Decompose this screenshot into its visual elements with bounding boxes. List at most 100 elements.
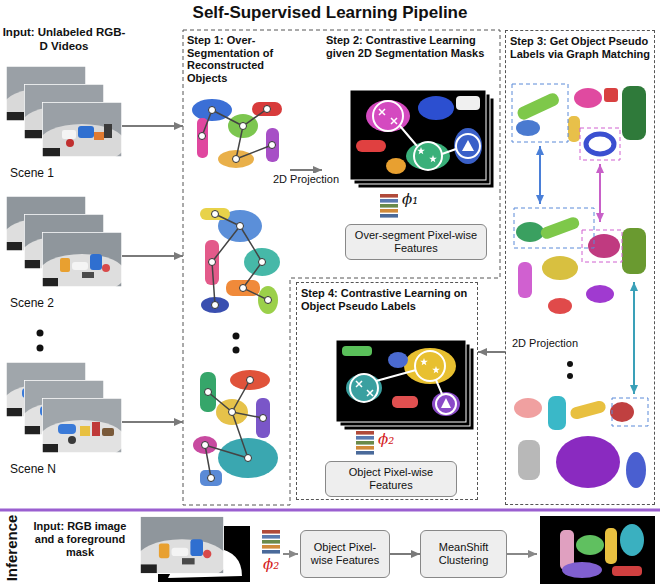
illustration-circle <box>205 389 212 396</box>
illustration-ellipse <box>228 114 258 138</box>
illustration-circle <box>209 107 216 114</box>
illustration-circle <box>269 142 276 149</box>
step-heading: Step 3: Get Object Pseudo Labels via Gra… <box>506 31 654 64</box>
illustration-ellipse <box>574 88 602 108</box>
step-panel: Step 4: Contrastive Learning on Object P… <box>296 282 478 500</box>
illustration-ellipse <box>193 436 217 454</box>
illustration-circle <box>212 302 219 309</box>
illustration-ellipse <box>516 222 544 242</box>
illustration-rect <box>518 440 540 480</box>
illustration-circle <box>209 259 216 266</box>
illustration-rect <box>205 240 219 285</box>
illustration-ellipse <box>218 150 254 168</box>
illustration-rect <box>518 262 532 298</box>
illustration-line <box>633 282 635 394</box>
scene-caption: Scene 1 <box>10 166 122 180</box>
illustration-use <box>136 516 228 581</box>
connector-arrow <box>122 125 183 127</box>
illustration-rect <box>200 470 222 486</box>
illustration-line <box>599 164 601 222</box>
illustration-use <box>432 366 440 373</box>
section-divider <box>0 509 660 512</box>
illustration-ellipse <box>388 352 408 368</box>
illustration-circle <box>259 259 266 266</box>
input-heading: Input: RGB image and a foreground mask <box>24 520 136 560</box>
connector-arrow <box>390 553 420 555</box>
illustration-circle <box>229 409 236 416</box>
illustration-circle <box>199 133 206 140</box>
illustration-rect <box>200 208 230 220</box>
illustration-circle <box>567 373 573 379</box>
illustration-rect <box>622 228 646 274</box>
illustration-use <box>429 155 437 162</box>
illustration-ellipse <box>610 402 634 422</box>
scene-caption: Scene 2 <box>10 296 122 310</box>
illustration-circle <box>240 123 247 130</box>
illustration-ellipse <box>432 392 460 416</box>
illustration-use <box>420 358 428 365</box>
illustration-rect <box>568 116 580 142</box>
illustration-rect <box>256 398 270 438</box>
illustration-line <box>507 553 537 555</box>
connector-arrow <box>478 351 505 353</box>
box-text: Object Pixel-wise Features <box>304 541 386 567</box>
illustration-rect <box>548 396 566 430</box>
illustration-rect <box>200 372 216 412</box>
pseudo-label-image <box>336 340 474 430</box>
illustration-ellipse <box>626 452 646 488</box>
illustration-circle <box>247 377 254 384</box>
illustration-path <box>205 380 263 478</box>
illustration-circle <box>37 330 44 337</box>
illustration-polygon <box>441 398 451 408</box>
illustration-rect <box>514 208 594 248</box>
step-outline <box>183 30 500 505</box>
illustration-circle <box>373 101 403 131</box>
box-text: Over-segment Pixel-wise Features <box>349 229 483 255</box>
illustration-rect <box>540 516 655 584</box>
graph-matching-objects <box>512 84 648 488</box>
scene-tile: Scene 2 <box>6 196 122 318</box>
illustration-path <box>379 109 397 124</box>
illustration-rect <box>612 398 648 426</box>
network-symbol: ϕ₁ <box>402 191 418 208</box>
illustration-g <box>202 377 267 482</box>
input-heading: Input: Unlabeled RGB-D Videos <box>2 26 126 54</box>
illustration-ellipse <box>230 370 270 390</box>
step-heading: Step 4: Contrastive Learning on Object P… <box>297 283 477 316</box>
illustration-rect <box>622 86 646 140</box>
illustration-circle <box>567 361 573 367</box>
illustration-circle <box>208 475 215 482</box>
step-heading: Step 2: Contrastive Learning given 2D Se… <box>322 30 500 63</box>
illustration-ellipse <box>588 234 620 258</box>
illustration-circle <box>37 345 44 352</box>
feature-box: Object Pixel-wise Features <box>300 530 390 578</box>
illustration-path <box>212 214 268 305</box>
illustration-line <box>539 146 541 204</box>
illustration-ellipse <box>586 285 614 303</box>
illustration-circle <box>212 211 219 218</box>
box-text: MeanShift Clustering <box>424 541 503 567</box>
illustration-rect <box>580 128 620 160</box>
illustration-use <box>356 431 374 455</box>
illustration-rect <box>604 88 618 102</box>
illustration-path <box>376 370 442 394</box>
illustration-ellipse <box>562 562 602 578</box>
connector-arrow <box>122 255 183 257</box>
scene-tile: Scene 1 <box>6 66 122 188</box>
illustration-polygon <box>462 140 474 151</box>
illustration-circle <box>233 347 240 354</box>
illustration-path <box>202 109 272 159</box>
illustration-rect <box>342 346 372 356</box>
illustration-circle <box>237 223 244 230</box>
illustration-circle <box>245 455 252 462</box>
illustration-circle <box>233 156 240 163</box>
illustration-rect <box>569 400 607 421</box>
illustration-rect <box>392 396 418 408</box>
over-segmented-objects <box>192 99 282 486</box>
connector-arrow <box>290 169 322 171</box>
diagram-title: Self-Supervised Learning Pipeline <box>0 3 660 23</box>
edge-label: 2D Projection <box>510 337 580 349</box>
illustration-ellipse <box>516 120 540 136</box>
illustration-circle <box>233 333 240 340</box>
step-panel: Step 3: Get Object Pseudo Labels via Gra… <box>505 30 655 505</box>
